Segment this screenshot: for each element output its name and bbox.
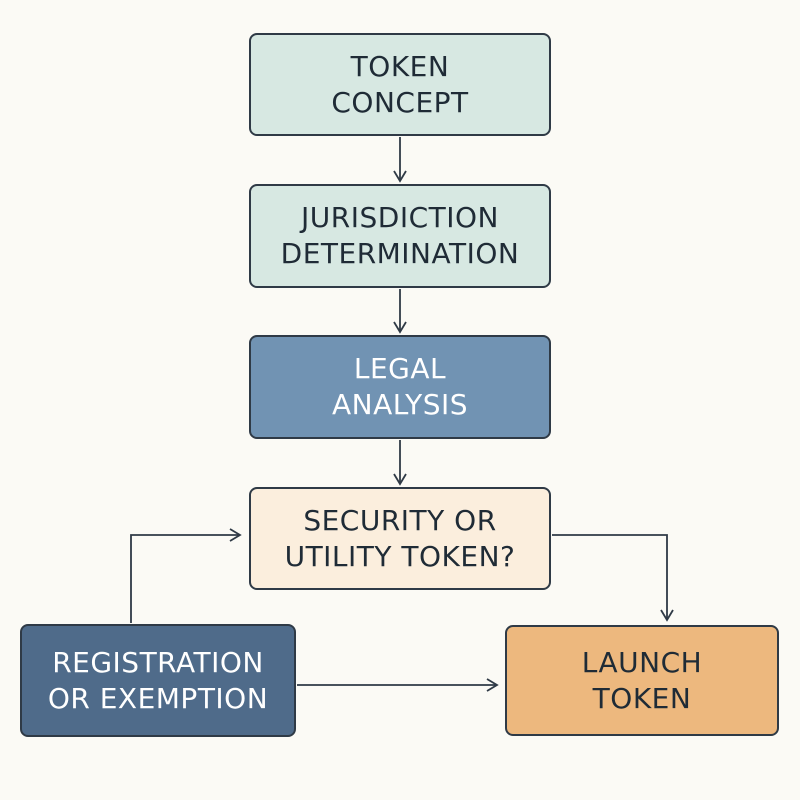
node-label-line-1: SECURITY OR xyxy=(303,503,497,537)
node-launch-token: LAUNCH TOKEN xyxy=(505,625,779,736)
node-label-line-2: TOKEN xyxy=(592,681,692,715)
node-label-line-1: JURISDICTION xyxy=(301,201,499,234)
node-label-line-2: CONCEPT xyxy=(331,85,469,119)
node-security-or-utility-decision: SECURITY OR UTILITY TOKEN? xyxy=(249,487,551,590)
arrow-security-to-launch xyxy=(552,534,674,622)
node-label-line-2: UTILITY TOKEN? xyxy=(284,539,516,573)
node-token-concept: TOKEN CONCEPT xyxy=(249,33,551,136)
node-legal-analysis: LEGAL ANALYSIS xyxy=(249,335,551,439)
node-label-line-1: LAUNCH xyxy=(581,645,703,679)
node-label-line-1: TOKEN xyxy=(350,49,450,83)
node-jurisdiction-determination: JURISDICTION DETERMINATION xyxy=(249,184,551,288)
node-label-line-1: LEGAL xyxy=(353,352,447,385)
node-label-line-2: ANALYSIS xyxy=(331,388,469,421)
node-label-line-2: OR EXEMPTION xyxy=(47,681,269,715)
arrow-registration-to-security xyxy=(130,528,242,623)
node-registration-or-exemption: REGISTRATION OR EXEMPTION xyxy=(20,624,296,737)
node-label-line-1: REGISTRATION xyxy=(52,645,264,679)
node-label-line-2: DETERMINATION xyxy=(280,237,520,270)
